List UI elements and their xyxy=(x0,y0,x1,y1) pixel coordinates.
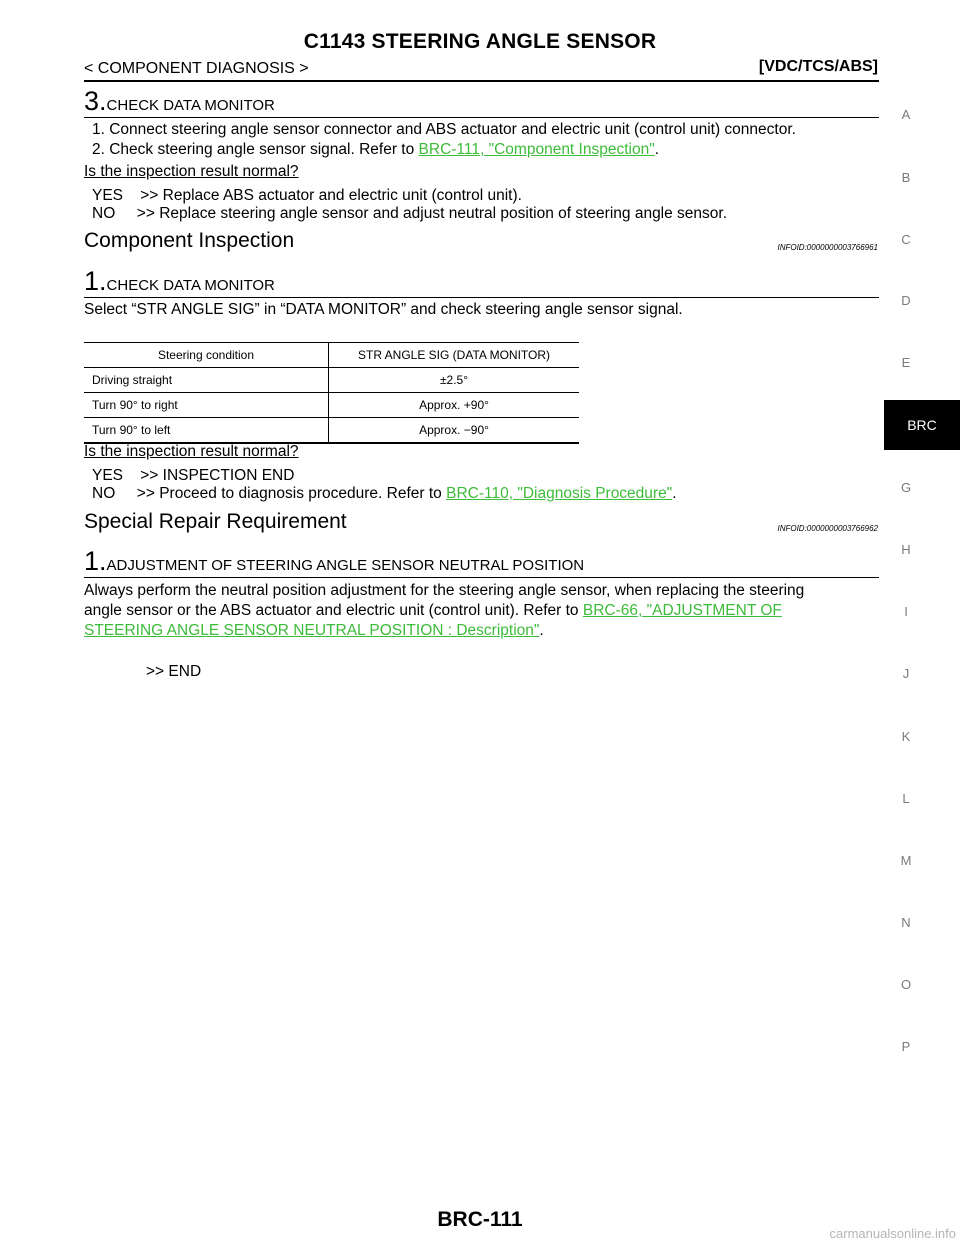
ci-instruction: Select “STR ANGLE SIG” in “DATA MONITOR”… xyxy=(84,301,683,318)
sr-line3-suffix: . xyxy=(539,622,544,639)
table-cell: Driving straight xyxy=(92,373,173,387)
side-tab-j[interactable]: J xyxy=(902,666,910,681)
component-inspection-title: Component Inspection xyxy=(84,229,295,252)
sr-end: >> END xyxy=(146,663,202,680)
side-tab-m[interactable]: M xyxy=(900,853,912,868)
page-title: C1143 STEERING ANGLE SENSOR xyxy=(303,30,657,53)
step-rule xyxy=(84,117,879,118)
ci-no-prefix: NO >> Proceed to diagnosis procedure. Re… xyxy=(92,485,447,502)
side-tab-g[interactable]: G xyxy=(900,480,912,495)
side-tab-a[interactable]: A xyxy=(901,107,911,122)
step3-question: Is the inspection result normal? xyxy=(84,163,299,180)
diagnosis-procedure-link[interactable]: BRC-110, "Diagnosis Procedure" xyxy=(446,485,673,502)
side-tab-h[interactable]: H xyxy=(901,542,911,557)
steering-signal-table: Steering condition STR ANGLE SIG (DATA M… xyxy=(84,342,579,444)
adjustment-link-part1[interactable]: BRC-66, "ADJUSTMENT OF xyxy=(582,602,782,619)
header-rule xyxy=(84,80,879,82)
table-cell: ±2.5° xyxy=(328,367,579,393)
side-tab-e[interactable]: E xyxy=(901,355,911,370)
table-header-cell: Steering condition xyxy=(157,348,255,362)
table-row: Turn 90° to right Approx. +90° xyxy=(84,392,579,418)
side-tab-l[interactable]: L xyxy=(902,791,910,806)
table-row: Turn 90° to left Approx. −90° xyxy=(84,417,579,443)
sr-line1: Always perform the neutral position adju… xyxy=(84,582,805,599)
step3-no: NO >> Replace steering angle sensor and … xyxy=(92,205,728,222)
item2-suffix: . xyxy=(654,141,660,158)
sr-paragraph: Always perform the neutral position adju… xyxy=(84,581,879,641)
side-tab-brc[interactable]: BRC xyxy=(884,400,960,450)
step-rule xyxy=(84,577,879,578)
step-number: 1. xyxy=(84,546,107,576)
ci-yes: YES >> INSPECTION END xyxy=(92,467,295,484)
side-tab-p[interactable]: P xyxy=(901,1039,911,1054)
ci-no-suffix: . xyxy=(672,485,677,502)
side-tab-k[interactable]: K xyxy=(901,729,911,744)
step-label: ADJUSTMENT OF STEERING ANGLE SENSOR NEUT… xyxy=(106,557,585,574)
side-tab-d[interactable]: D xyxy=(901,293,911,308)
step3-yes: YES >> Replace ABS actuator and electric… xyxy=(92,187,522,204)
table-cell: Approx. −90° xyxy=(328,417,579,443)
sr-line3: STEERING ANGLE SENSOR NEUTRAL POSITION :… xyxy=(84,621,879,641)
table-cell: Turn 90° to right xyxy=(92,398,178,412)
adjustment-link-part2[interactable]: STEERING ANGLE SENSOR NEUTRAL POSITION :… xyxy=(84,622,540,639)
step-number: 3. xyxy=(84,86,107,116)
sr-line2-prefix: angle sensor or the ABS actuator and ele… xyxy=(84,602,583,619)
side-tab-c[interactable]: C xyxy=(901,232,911,247)
table-header-cell: STR ANGLE SIG (DATA MONITOR) xyxy=(328,342,579,368)
step-rule xyxy=(84,297,879,298)
ci-step-heading: 1.CHECK DATA MONITOR xyxy=(84,268,275,295)
side-tab-o[interactable]: O xyxy=(900,977,912,992)
special-repair-infoid: INFOID:0000000003766962 xyxy=(777,524,878,533)
table-cell: Approx. +90° xyxy=(328,392,579,418)
step-label: CHECK DATA MONITOR xyxy=(106,277,275,294)
system-label: [VDC/TCS/ABS] xyxy=(758,58,878,75)
side-tab-n[interactable]: N xyxy=(901,915,911,930)
ci-question: Is the inspection result normal? xyxy=(84,443,299,460)
page-number: BRC-111 xyxy=(437,1208,523,1231)
component-inspection-infoid: INFOID:0000000003766961 xyxy=(777,243,878,252)
table-row: Driving straight ±2.5° xyxy=(84,367,579,393)
special-repair-title: Special Repair Requirement xyxy=(84,510,347,533)
section-label: < COMPONENT DIAGNOSIS > xyxy=(84,60,309,77)
table-cell: Turn 90° to left xyxy=(92,423,171,437)
side-tab-b[interactable]: B xyxy=(901,170,911,185)
step3-item2: 2. Check steering angle sensor signal. R… xyxy=(92,140,659,160)
step3-heading: 3.CHECK DATA MONITOR xyxy=(84,88,275,115)
step3-item1: 1. Connect steering angle sensor connect… xyxy=(92,121,796,138)
side-tab-i[interactable]: I xyxy=(904,604,908,619)
step-number: 1. xyxy=(84,266,107,296)
component-inspection-link[interactable]: BRC-111, "Component Inspection" xyxy=(418,141,655,158)
watermark: carmanualsonline.info xyxy=(829,1226,956,1241)
sr-step-heading: 1.ADJUSTMENT OF STEERING ANGLE SENSOR NE… xyxy=(84,548,584,575)
sr-line2: angle sensor or the ABS actuator and ele… xyxy=(84,601,879,621)
table-header-row: Steering condition STR ANGLE SIG (DATA M… xyxy=(84,342,579,368)
ci-no: NO >> Proceed to diagnosis procedure. Re… xyxy=(92,484,677,504)
item2-prefix: 2. Check steering angle sensor signal. R… xyxy=(92,141,419,158)
step-label: CHECK DATA MONITOR xyxy=(106,97,275,114)
